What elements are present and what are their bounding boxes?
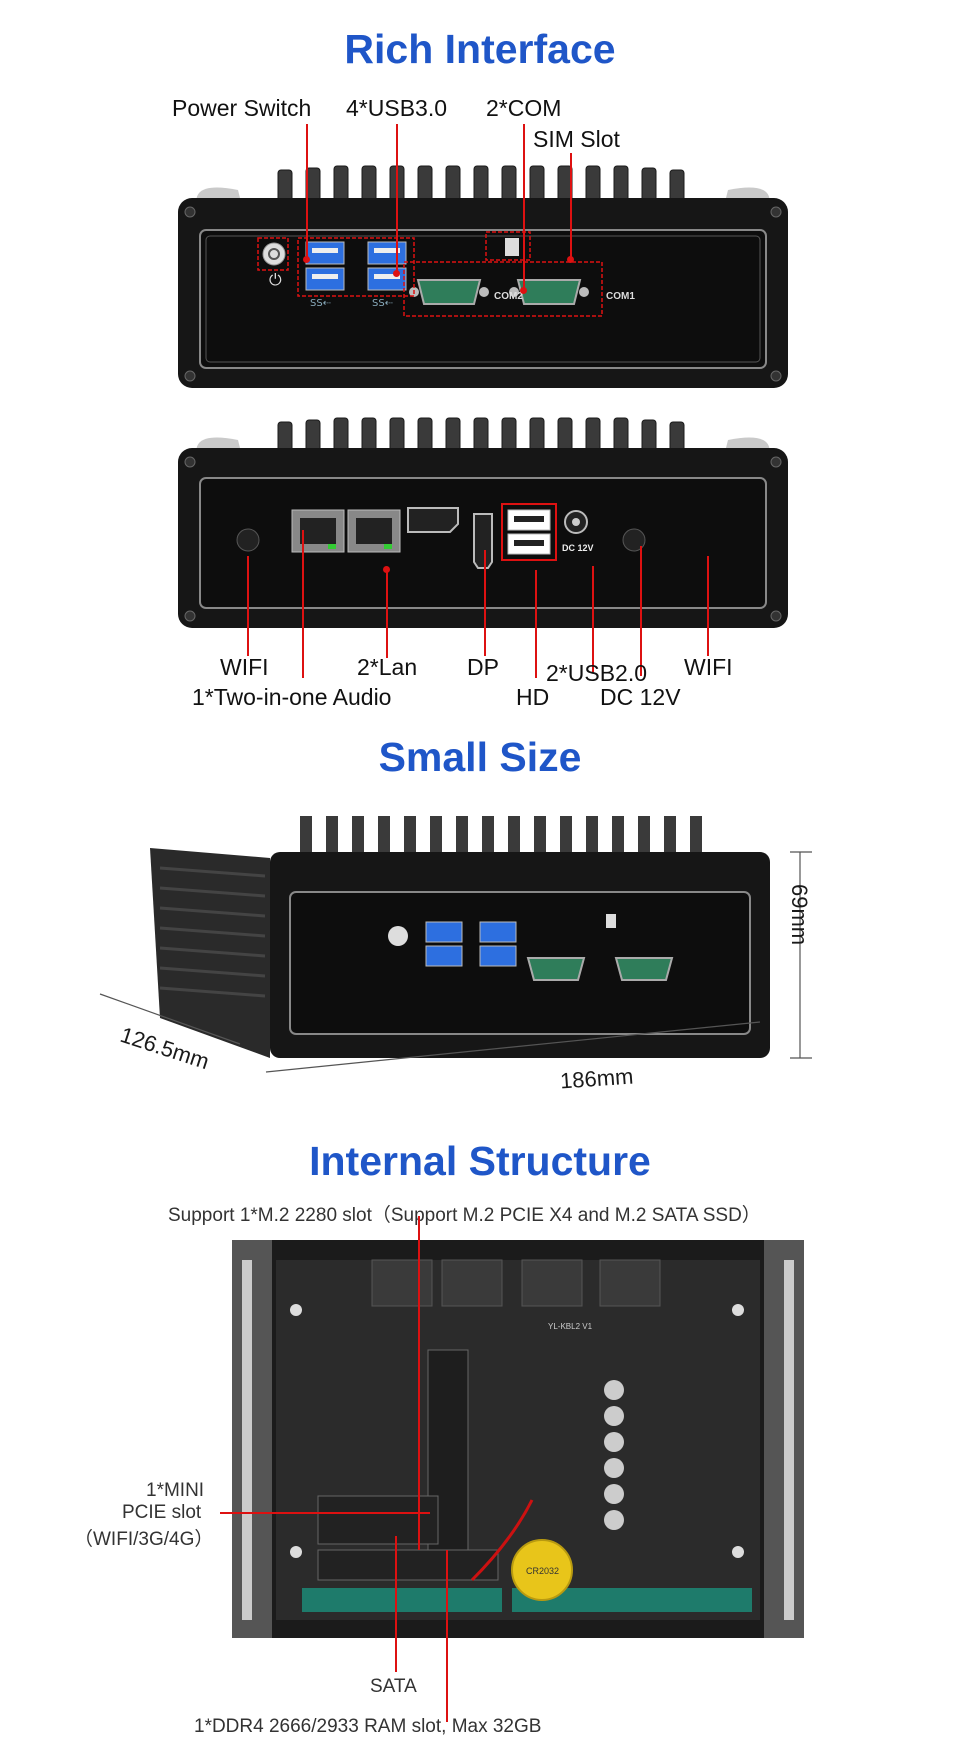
callout-line-audio — [302, 530, 304, 678]
callout-line-hd — [535, 570, 537, 678]
label-mini-pcie-line3: （WIFI/3G/4G） — [74, 1529, 214, 1550]
callout-line-wifi-right — [707, 556, 709, 656]
label-wifi-right: WIFI — [684, 654, 733, 680]
label-dc: DC 12V — [600, 684, 681, 710]
label-usb3: 4*USB3.0 — [346, 95, 448, 121]
callout-line-usb3 — [396, 124, 398, 274]
callout-line-m2 — [418, 1216, 420, 1550]
port-label-com2: COM2 — [494, 291, 523, 302]
callout-dot-power — [303, 256, 310, 263]
section-title-small-size: Small Size — [378, 734, 582, 780]
callout-line-ddr4 — [446, 1550, 448, 1722]
callout-line-mini-pcie — [220, 1512, 430, 1514]
callout-line-dc — [640, 546, 642, 676]
port-label-dc: DC 12V — [562, 543, 594, 553]
board-model-text: YL-KBL2 V1 — [548, 1322, 593, 1331]
label-mini-pcie-line2: PCIE slot — [122, 1502, 202, 1523]
section-title-rich-interface: Rich Interface — [344, 26, 616, 72]
front-device-drawing: ⏻ SS⇠ SS⇠ — [178, 165, 788, 388]
callout-dot-usb3 — [393, 270, 400, 277]
label-ddr4: 1*DDR4 2666/2933 RAM slot, Max 32GB — [194, 1716, 542, 1737]
svg-text:SS⇠: SS⇠ — [310, 298, 332, 309]
callout-line-lan — [386, 570, 388, 658]
label-m2-slot: Support 1*M.2 2280 slot（Support M.2 PCIE… — [168, 1205, 761, 1226]
label-com: 2*COM — [486, 95, 562, 121]
size-device — [99, 808, 840, 1078]
label-hd: HD — [516, 684, 550, 710]
front-panel-device: ⏻ SS⇠ SS⇠ — [178, 150, 788, 390]
callout-dot-sim — [567, 256, 574, 263]
callout-line-power — [306, 124, 308, 260]
label-wifi-left: WIFI — [220, 654, 269, 680]
dimension-width: 186mm — [559, 1063, 635, 1094]
label-mini-pcie-line1: 1*MINI — [146, 1480, 205, 1501]
port-label-com1: COM1 — [606, 291, 635, 302]
callout-line-usb2 — [592, 566, 594, 672]
battery-text: CR2032 — [526, 1566, 560, 1576]
rear-device-drawing — [178, 417, 788, 628]
label-lan: 2*Lan — [357, 654, 418, 680]
size-device-drawing — [99, 816, 812, 1073]
callout-dot-com — [520, 287, 527, 294]
label-dp: DP — [467, 654, 499, 680]
callout-dot-lan — [383, 566, 390, 573]
section-title-internal-structure: Internal Structure — [309, 1138, 651, 1184]
callout-line-sata — [395, 1536, 397, 1672]
internal-board — [232, 1240, 804, 1638]
internal-board-drawing — [232, 1240, 804, 1638]
rear-panel-device — [178, 410, 788, 630]
callout-line-sim — [570, 153, 572, 260]
dimension-height: 69mm — [787, 884, 812, 946]
svg-text:⏻: ⏻ — [269, 270, 282, 289]
svg-text:SS⇠: SS⇠ — [372, 298, 394, 309]
label-sim-slot: SIM Slot — [533, 126, 620, 152]
label-audio: 1*Two-in-one Audio — [192, 684, 392, 710]
label-power-switch: Power Switch — [172, 95, 312, 121]
callout-line-com — [523, 124, 525, 291]
label-usb2: 2*USB2.0 — [546, 660, 648, 686]
callout-line-dp — [484, 550, 486, 656]
callout-line-wifi-left — [247, 556, 249, 656]
label-sata: SATA — [370, 1676, 417, 1697]
